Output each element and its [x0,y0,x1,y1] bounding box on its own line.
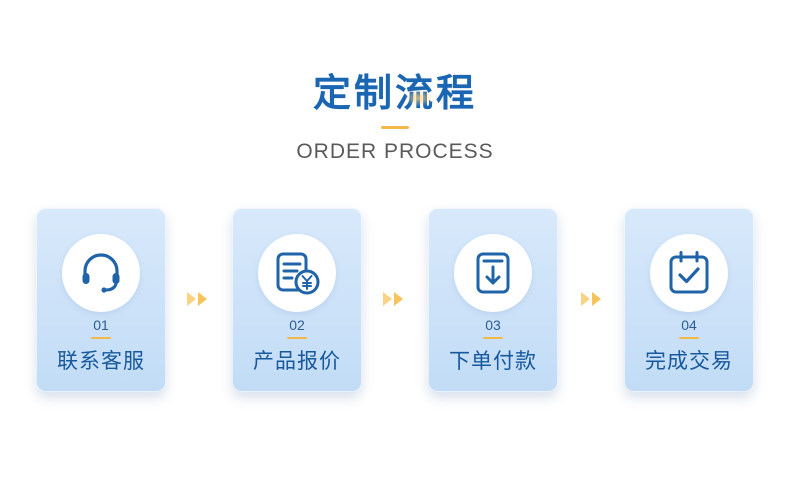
step-icon-circle [62,234,140,312]
page-subtitle: ORDER PROCESS [296,140,494,163]
double-arrow-icon [185,289,213,309]
step-number: 03 [485,317,501,333]
page-title: 定制流程 [313,62,477,117]
step-number: 04 [681,317,697,333]
step-icon-circle [454,234,532,312]
step-card-1[interactable]: 01 联系客服 [36,208,166,392]
step-number-underline [287,337,307,339]
headset-icon [82,253,120,293]
title-wrapper: 定制流程 [0,62,790,117]
title-glow-decoration [404,90,433,106]
quote-yen-icon [276,252,320,295]
step-icon-circle [258,234,336,312]
step-number-underline [91,337,111,339]
step-card-4[interactable]: 04 完成交易 [624,208,754,392]
double-arrow-icon [381,289,409,309]
step-label: 联系客服 [57,349,145,373]
step-number: 02 [289,317,305,333]
step-label: 产品报价 [253,349,341,373]
clipboard-check-icon [669,251,709,294]
step-card-3[interactable]: 03 下单付款 [428,208,558,392]
page-title-text: 定制流程 [312,71,477,115]
order-download-icon [476,252,510,294]
step-icon-circle [650,234,728,312]
step-number: 01 [93,317,109,333]
step-label: 下单付款 [449,349,537,373]
step-number-underline [679,337,699,339]
step-label: 完成交易 [645,349,733,373]
double-arrow-icon [579,289,607,309]
step-number-underline [483,337,503,339]
step-card-2[interactable]: 02 产品报价 [232,208,362,392]
title-underline [381,126,409,129]
